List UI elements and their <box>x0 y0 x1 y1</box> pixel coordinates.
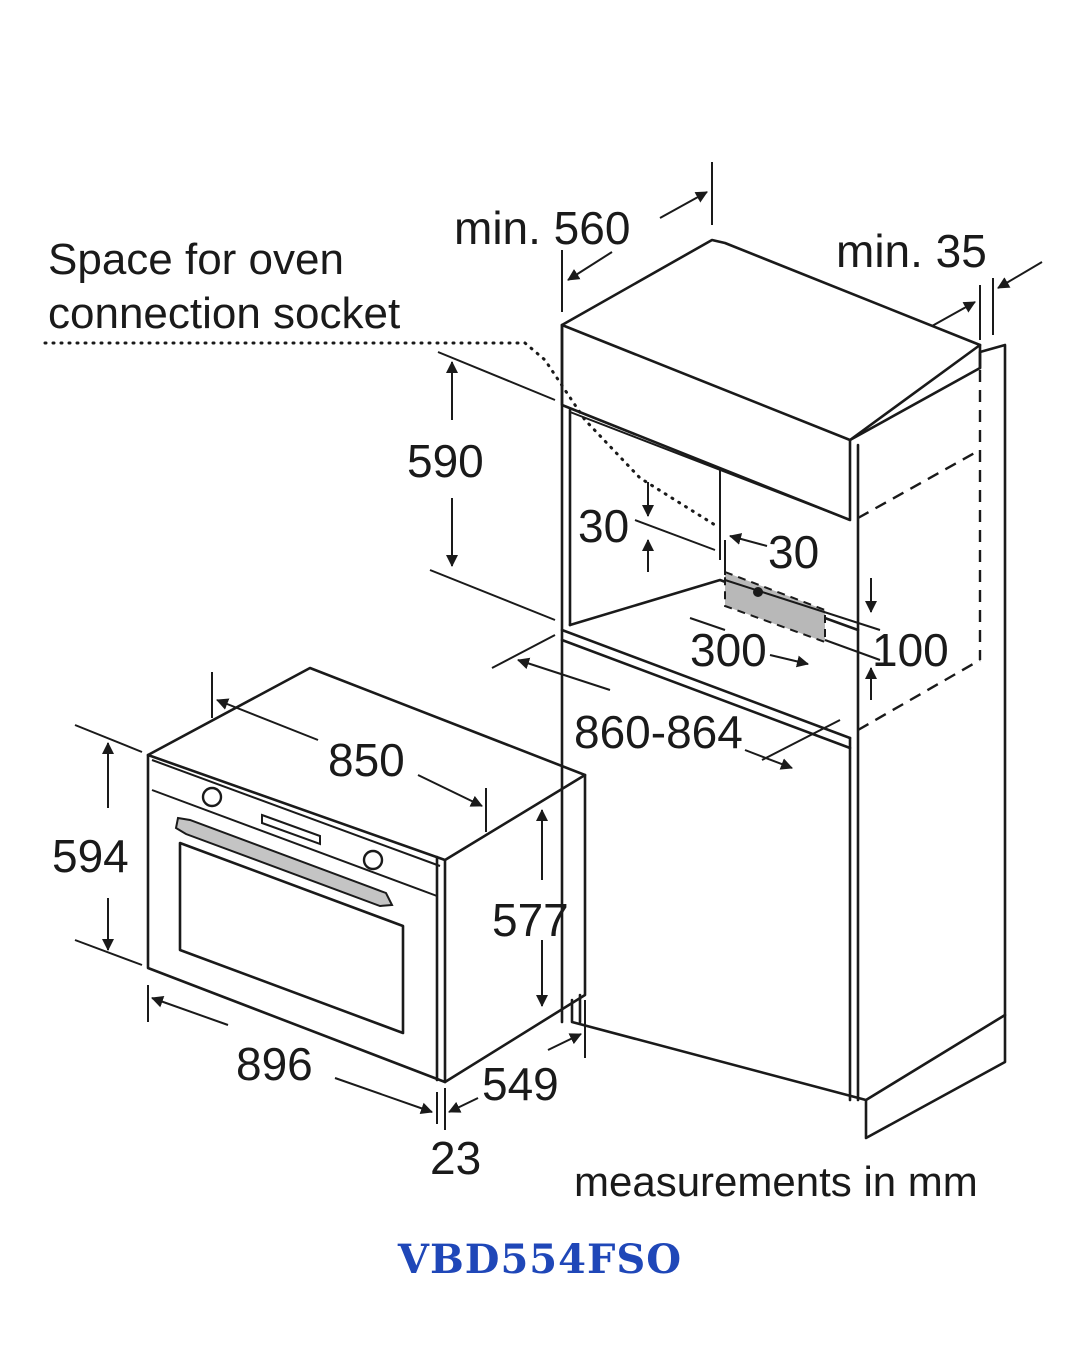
dim-door-thickness: 23 <box>430 1132 481 1184</box>
socket-note-line2: connection socket <box>48 289 400 338</box>
dim-oven-depth: 549 <box>482 1058 559 1110</box>
dim-oven-body-height: 577 <box>492 894 569 946</box>
oven-handle <box>174 816 394 908</box>
dim-socket-offset-top: 30 <box>578 500 629 552</box>
dim-niche-depth: 860-864 <box>574 706 743 758</box>
right-knob-icon <box>362 849 384 871</box>
dim-socket-height: 100 <box>872 624 949 676</box>
oven-drawing <box>146 666 587 1084</box>
dimension-lines <box>43 162 1043 1130</box>
socket-note-line1: Space for oven <box>48 235 344 284</box>
dim-cabinet-min-side: min. 35 <box>836 225 987 277</box>
dim-oven-width: 850 <box>328 734 405 786</box>
cabinet-drawing <box>560 238 1007 1140</box>
model-number: VBD554FSO <box>397 1236 683 1283</box>
dim-socket-offset-side: 30 <box>768 526 819 578</box>
left-knob-icon <box>201 786 223 808</box>
connection-socket-area <box>724 570 826 644</box>
dim-cabinet-min-width: min. 560 <box>454 202 630 254</box>
dim-oven-height: 594 <box>52 830 129 882</box>
dim-niche-height: 590 <box>407 435 484 487</box>
units-note: measurements in mm <box>574 1158 978 1205</box>
dim-oven-front-width: 896 <box>236 1038 313 1090</box>
dim-socket-width: 300 <box>690 624 767 676</box>
